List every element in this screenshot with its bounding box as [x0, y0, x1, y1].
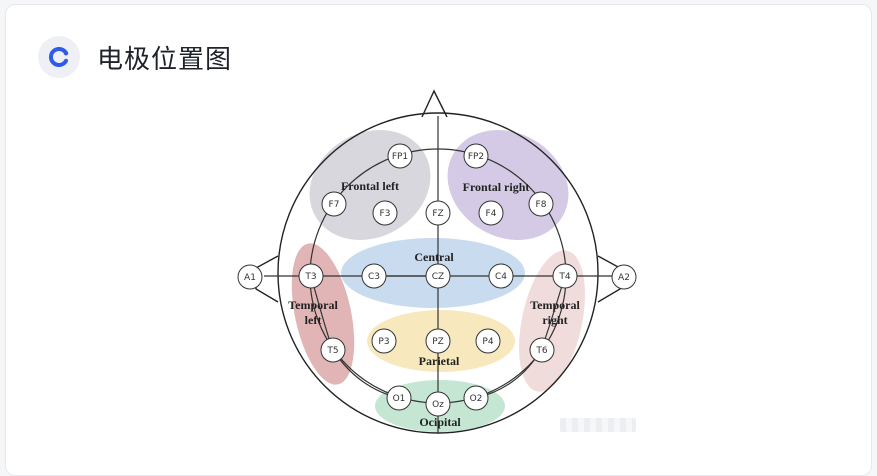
electrode-a2: A2	[611, 264, 637, 290]
electrode-c3: C3	[361, 263, 387, 289]
electrode-label-t3: T3	[304, 272, 316, 282]
electrode-label-pz: PZ	[432, 337, 444, 347]
electrode-label-p3: P3	[378, 337, 389, 347]
electrode-label-t5: T5	[326, 346, 338, 356]
page-title: 电极位置图	[97, 44, 233, 75]
electrode-oz: Oz	[425, 391, 451, 417]
electrode-t6: T6	[529, 337, 555, 363]
electrode-f7: F7	[321, 191, 347, 217]
region-label-parietal: Parietal	[419, 354, 460, 368]
electrode-label-p4: P4	[482, 337, 493, 347]
card-header: 电极位置图	[38, 35, 232, 79]
electrode-label-t6: T6	[535, 346, 547, 356]
electrode-label-a1: A1	[244, 273, 256, 283]
electrode-pz: PZ	[425, 328, 451, 354]
electrode-label-f7: F7	[329, 200, 340, 210]
electrode-f3: F3	[372, 200, 398, 226]
electrode-label-t4: T4	[558, 272, 570, 282]
region-label-frontal-left: Frontal left	[341, 179, 399, 193]
electrode-p4: P4	[475, 328, 501, 354]
electrode-f4: F4	[478, 200, 504, 226]
electrode-a1: A1	[237, 264, 263, 290]
electrode-label-fp1: FP1	[392, 152, 408, 162]
electrode-label-a2: A2	[618, 273, 630, 283]
blurred-watermark	[560, 418, 636, 432]
electrode-label-cz: CZ	[432, 272, 444, 282]
electrode-label-f8: F8	[536, 200, 547, 210]
electrode-label-o2: O2	[470, 394, 483, 404]
region-label-temporal-right-2: right	[542, 313, 567, 327]
electrode-diagram: FP1 FP2 F7 F3 FZ F4 F8 A1	[228, 88, 642, 440]
electrode-p3: P3	[371, 328, 397, 354]
electrode-t4: T4	[552, 263, 578, 289]
region-label-temporal-left-2: left	[305, 313, 322, 327]
electrode-label-fp2: FP2	[468, 152, 484, 162]
electrode-t5: T5	[320, 337, 346, 363]
electrode-label-c4: C4	[495, 272, 507, 282]
electrode-t3: T3	[298, 263, 324, 289]
electrode-fp2: FP2	[463, 143, 489, 169]
electrode-o1: O1	[386, 385, 412, 411]
region-label-temporal-right-1: Temporal	[530, 298, 580, 312]
region-label-frontal-right: Frontal right	[463, 180, 530, 194]
electrode-f8: F8	[528, 191, 554, 217]
electrode-label-c3: C3	[368, 272, 380, 282]
refresh-c-logo-icon	[38, 36, 80, 78]
electrode-o2: O2	[463, 385, 489, 411]
electrode-label-oz: Oz	[432, 400, 444, 410]
electrode-cz: CZ	[425, 263, 451, 289]
electrode-fp1: FP1	[387, 143, 413, 169]
electrode-c4: C4	[488, 263, 514, 289]
region-label-occipital: Ocipital	[419, 415, 461, 429]
region-label-temporal-left-1: Temporal	[288, 298, 338, 312]
electrode-label-f3: F3	[380, 209, 391, 219]
electrode-label-f4: F4	[486, 209, 497, 219]
region-label-central: Central	[414, 250, 454, 264]
electrode-label-fz: FZ	[432, 209, 443, 219]
electrode-fz: FZ	[425, 200, 451, 226]
electrode-label-o1: O1	[393, 394, 406, 404]
